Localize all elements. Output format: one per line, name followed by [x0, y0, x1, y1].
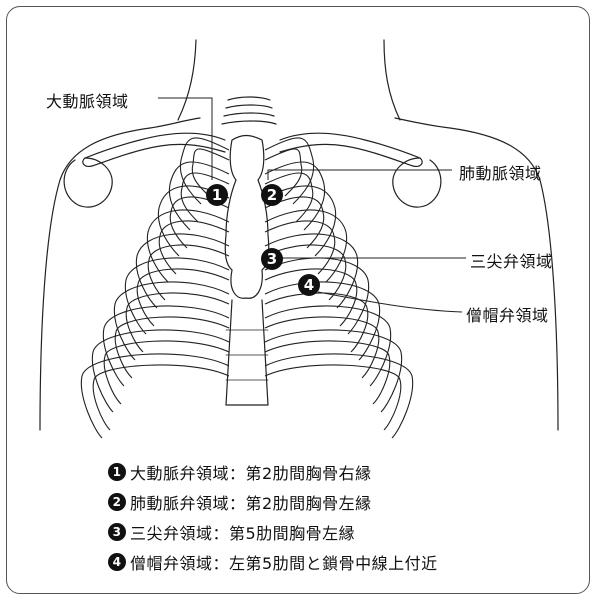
label-pulmonic-area: 肺動脈領域	[459, 160, 542, 184]
legend-text: 僧帽弁領域：左第5肋間と鎖骨中線上付近	[130, 550, 438, 574]
leader-pulmonic	[268, 170, 452, 180]
rib-left-9-outer	[92, 330, 229, 412]
legend-text: 大動脈弁領域：第2肋間胸骨右縁	[130, 460, 372, 484]
legend-item: 3 三尖弁領域：第5肋間胸骨左縁	[108, 517, 438, 547]
marker-3: 3	[261, 248, 283, 270]
legend-number: 2	[108, 493, 126, 511]
rib-left-10-inner	[93, 365, 229, 430]
rib-right-9-inner	[265, 341, 390, 404]
right-shoulder	[393, 158, 441, 207]
legend-number: 1	[108, 463, 126, 481]
legend-number: 4	[108, 553, 126, 571]
lumbar-spine	[226, 300, 268, 405]
marker-4: 4	[298, 274, 320, 296]
label-tricuspid-area: 三尖弁領域	[470, 248, 553, 272]
label-aortic-area: 大動脈領域	[46, 88, 129, 112]
rib-left-9-inner	[104, 341, 229, 404]
cervical-spine	[222, 97, 276, 124]
rib-left-10-outer	[81, 354, 229, 438]
rib-right-10-outer	[265, 354, 413, 438]
rib-cage	[81, 138, 412, 438]
legend-number: 3	[108, 523, 126, 541]
sternum	[225, 136, 269, 299]
rib-right-10-inner	[265, 365, 401, 430]
rib-left-8-inner	[115, 317, 229, 378]
legend: 1 大動脈弁領域：第2肋間胸骨右縁 2 肺動脈弁領域：第2肋間胸骨左縁 3 三尖…	[108, 457, 438, 577]
left-shoulder	[64, 158, 112, 207]
legend-item: 2 肺動脈弁領域：第2肋間胸骨左縁	[108, 487, 438, 517]
legend-item: 4 僧帽弁領域：左第5肋間と鎖骨中線上付近	[108, 547, 438, 577]
legend-text: 三尖弁領域：第5肋間胸骨左縁	[130, 520, 355, 544]
marker-1: 1	[206, 184, 228, 206]
rib-right-9-outer	[265, 330, 402, 412]
neck-outline	[178, 40, 400, 120]
marker-2: 2	[261, 184, 283, 206]
legend-item: 1 大動脈弁領域：第2肋間胸骨右縁	[108, 457, 438, 487]
legend-text: 肺動脈弁領域：第2肋間胸骨左縁	[130, 490, 372, 514]
leader-mitral	[318, 292, 462, 312]
label-mitral-area: 僧帽弁領域	[466, 302, 549, 326]
rib-right-8-inner	[265, 317, 379, 378]
